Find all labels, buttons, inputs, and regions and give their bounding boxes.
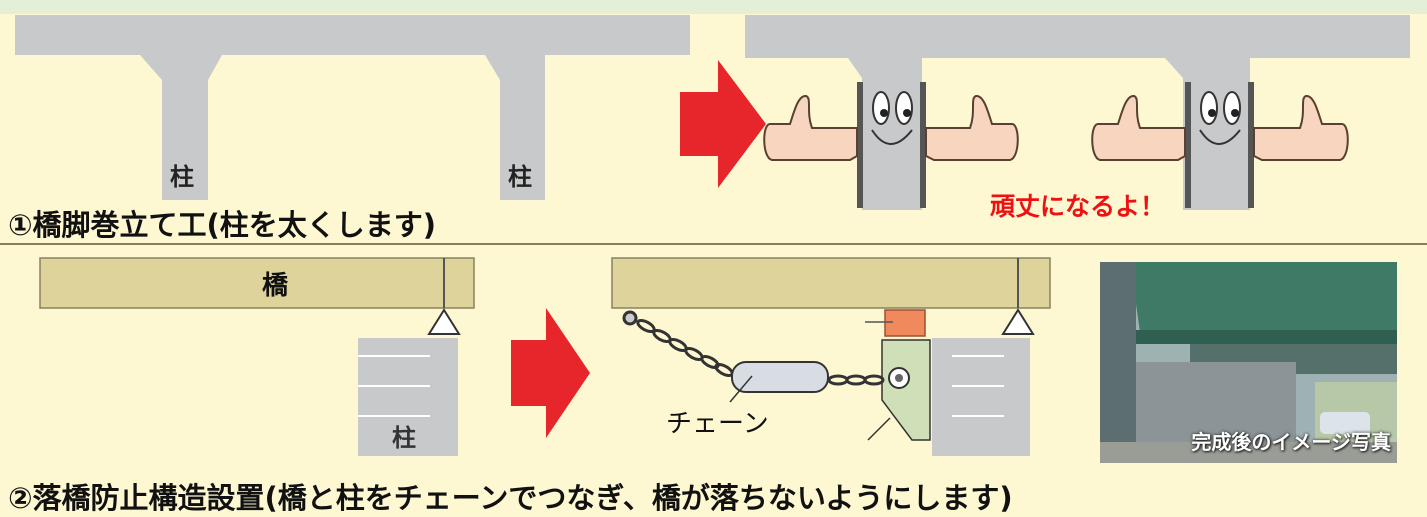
bridge-deck-before (39, 257, 475, 309)
bridge-deck-after (611, 257, 1051, 309)
jacket-line (857, 82, 863, 208)
pier-after-shape (745, 15, 1410, 210)
support-triangle-icon (1001, 308, 1035, 335)
photo-image (1100, 262, 1397, 463)
caption-bridge-fall-prevention: ②落橋防止構造設置(橋と柱をチェーンでつなぎ、橋が落ちないようにします) (8, 481, 1013, 515)
jacket-line (920, 82, 926, 208)
rubber-pad (884, 309, 926, 337)
jacket-line (1248, 82, 1254, 208)
chain-icon (622, 310, 885, 386)
jacket-line (1185, 82, 1191, 208)
pillar-label: 柱 (392, 424, 416, 452)
turnbuckle (731, 361, 829, 393)
bracket (881, 339, 931, 441)
pillar-after (932, 338, 1030, 456)
callout-sturdy: 頑丈になるよ！ (990, 192, 1166, 221)
leader-line (729, 375, 753, 403)
photo-caption: 完成後のイメージ写真 (1191, 430, 1391, 454)
right-arrow-icon (511, 308, 590, 438)
face-icon (1199, 91, 1241, 145)
completion-photo: 完成後のイメージ写真 (1100, 262, 1397, 463)
pillar-label-right: 柱 (508, 163, 532, 191)
caption-pier-jacketing: ①橋脚巻立て工(柱を太くします) (8, 208, 437, 242)
pillar-label-left: 柱 (170, 163, 194, 191)
support-triangle-icon (427, 308, 461, 335)
top-band (0, 0, 1427, 14)
leader-line (867, 417, 891, 441)
chain-label: チェーン (666, 409, 769, 439)
bridge-label: 橋 (262, 271, 289, 301)
thumbs-up-icon (763, 95, 1349, 161)
pier-before-shape (15, 15, 690, 200)
face-icon (871, 91, 913, 145)
right-arrow-icon (680, 60, 766, 188)
pillar-before (358, 338, 458, 456)
anchor-bolt-center (895, 374, 903, 382)
